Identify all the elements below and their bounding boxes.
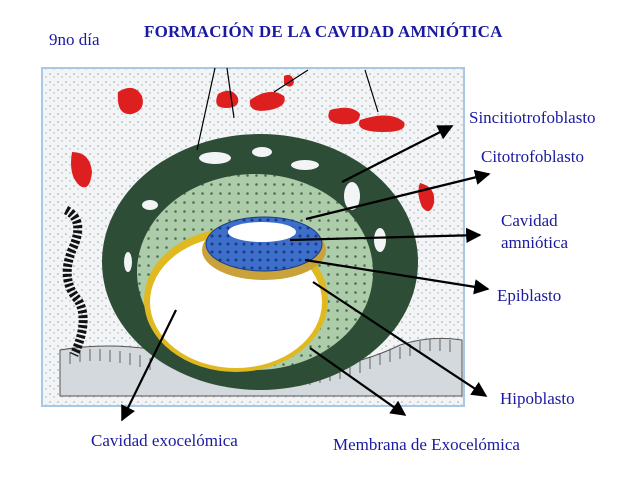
- label-citotrofoblasto: Citotrofoblasto: [481, 147, 584, 166]
- label-cavidad-line2: amniótica: [501, 233, 569, 252]
- label-cavidad-amniotica: Cavidad amniótica: [501, 210, 611, 254]
- day-label: 9no día: [49, 30, 100, 49]
- diagram-title: FORMACIÓN DE LA CAVIDAD AMNIÓTICA: [144, 22, 503, 41]
- label-membrana-exocelomica: Membrana de Exocelómica: [333, 435, 520, 454]
- label-sincitiotrofoblasto: Sincitiotrofoblasto: [469, 108, 596, 127]
- label-epiblasto: Epiblasto: [497, 286, 562, 305]
- label-cavidad-exocelomica: Cavidad exocelómica: [91, 431, 238, 450]
- arrow-cavidad-amniotica: [289, 227, 482, 244]
- arrow-sincitiotrofoblasto: [341, 125, 454, 183]
- arrow-hipoblasto: [312, 281, 488, 397]
- blood-lacunae: [71, 74, 435, 212]
- top-pointer-lines: [196, 67, 379, 151]
- amniotic-cavity: [228, 222, 296, 242]
- label-hipoblasto: Hipoblasto: [500, 389, 575, 408]
- arrow-epiblasto: [304, 258, 490, 295]
- arrow-cavidad-exocelomica: [121, 309, 177, 422]
- label-cavidad-line1: Cavidad: [501, 211, 558, 230]
- arrow-citotrofoblasto: [305, 169, 491, 221]
- arrow-membrana: [309, 347, 407, 416]
